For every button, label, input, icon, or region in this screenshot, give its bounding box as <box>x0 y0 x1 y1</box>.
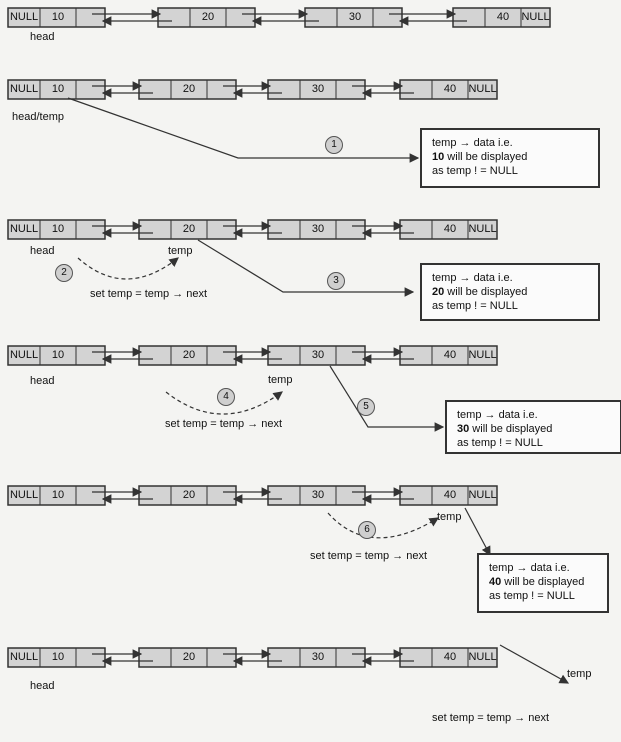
node-value: 20 <box>182 489 196 501</box>
display-pointer-line <box>197 239 415 297</box>
info-line: 10 will be displayed <box>432 150 588 164</box>
node-value: 20 <box>182 83 196 95</box>
step-badge: 4 <box>217 388 235 406</box>
set-temp-label: set temp = temp → next <box>432 712 550 724</box>
node-value: 40 <box>443 349 457 361</box>
move-temp-arrow <box>165 391 283 415</box>
temp-label: temp <box>168 245 193 257</box>
node-value: 20 <box>182 651 196 663</box>
head-label: head <box>30 375 55 387</box>
node-value: 40 <box>443 489 457 501</box>
null-prev-label: NULL <box>9 489 39 501</box>
node-value: 30 <box>311 489 325 501</box>
node-value: 20 <box>182 223 196 235</box>
head-label: head <box>30 31 55 43</box>
node-value: 10 <box>51 651 65 663</box>
null-prev-label: NULL <box>9 83 39 95</box>
display-pointer-line <box>329 365 445 432</box>
null-prev-label: NULL <box>9 349 39 361</box>
node-value: 20 <box>182 349 196 361</box>
null-next-label: NULL <box>521 11 550 23</box>
node-value: 20 <box>201 11 215 23</box>
info-value: 20 <box>432 286 445 298</box>
display-pointer-line <box>67 97 420 163</box>
info-value: 40 <box>489 576 502 588</box>
node-value: 10 <box>51 349 65 361</box>
info-line: 40 will be displayed <box>489 575 597 589</box>
step-badge: 2 <box>55 264 73 282</box>
node-value: 30 <box>311 349 325 361</box>
display-pointer-line <box>499 644 570 684</box>
info-line: temp → data i.e. <box>457 409 538 421</box>
set-temp-label: set temp = temp → next <box>165 418 283 430</box>
step-badge: 1 <box>325 136 343 154</box>
info-value: 30 <box>457 423 470 435</box>
set-temp-label: set temp = temp → next <box>90 288 208 300</box>
info-suffix: will be displayed <box>501 576 585 588</box>
info-suffix: will be displayed <box>469 423 553 435</box>
node-value: 40 <box>443 223 457 235</box>
head-label: head <box>30 680 55 692</box>
null-prev-label: NULL <box>9 651 39 663</box>
node-value: 30 <box>311 83 325 95</box>
info-line: as temp ! = NULL <box>432 165 518 177</box>
node-value: 10 <box>51 489 65 501</box>
info-suffix: will be displayed <box>444 286 528 298</box>
info-line: temp → data i.e. <box>489 562 570 574</box>
null-next-label: NULL <box>468 223 497 235</box>
node-value: 30 <box>348 11 362 23</box>
node-value: 40 <box>443 651 457 663</box>
null-prev-label: NULL <box>9 223 39 235</box>
temp-label: temp <box>437 511 462 523</box>
step-badge: 6 <box>358 521 376 539</box>
info-line: as temp ! = NULL <box>432 300 518 312</box>
null-next-label: NULL <box>468 489 497 501</box>
node-value: 30 <box>311 223 325 235</box>
step-badge: 3 <box>327 272 345 290</box>
temp-label: temp <box>567 668 592 680</box>
info-value: 10 <box>432 151 445 163</box>
node-value: 40 <box>496 11 510 23</box>
node-value: 10 <box>51 223 65 235</box>
step-badge: 5 <box>357 398 375 416</box>
null-next-label: NULL <box>468 651 497 663</box>
head-temp-label: head/temp <box>12 111 64 123</box>
info-line: as temp ! = NULL <box>489 590 575 602</box>
temp-label: temp <box>268 374 293 386</box>
info-line: 20 will be displayed <box>432 285 588 299</box>
node-value: 10 <box>51 83 65 95</box>
set-temp-label: set temp = temp → next <box>310 550 428 562</box>
info-line: 30 will be displayed <box>457 422 610 436</box>
display-pointer-line <box>464 507 491 557</box>
info-line: as temp ! = NULL <box>457 437 543 449</box>
node-value: 40 <box>443 83 457 95</box>
null-next-label: NULL <box>468 349 497 361</box>
move-temp-arrow <box>77 257 179 280</box>
null-prev-label: NULL <box>9 11 39 23</box>
info-line: temp → data i.e. <box>432 272 513 284</box>
node-value: 30 <box>311 651 325 663</box>
node-value: 10 <box>51 11 65 23</box>
null-next-label: NULL <box>468 83 497 95</box>
info-line: temp → data i.e. <box>432 137 513 149</box>
head-label: head <box>30 245 55 257</box>
info-suffix: will be displayed <box>444 151 528 163</box>
move-temp-arrow <box>327 512 440 539</box>
